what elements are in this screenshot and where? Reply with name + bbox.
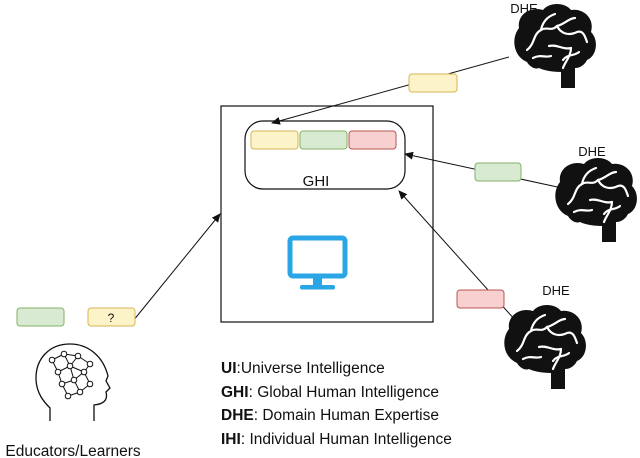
brain-icon <box>554 156 639 244</box>
token-yellow-top <box>408 73 458 93</box>
dhe-middle-label: DHE <box>578 144 606 159</box>
legend: UI:Universe Intelligence GHI: Global Hum… <box>221 357 452 451</box>
dhe-top-label: DHE <box>510 1 538 16</box>
token-question-learner <box>87 307 136 327</box>
brain-icon <box>513 2 598 90</box>
question-mark-label: ? <box>108 311 115 325</box>
legend-item: GHI: Global Human Intelligence <box>221 383 439 401</box>
learners-label: Educators/Learners <box>5 443 141 458</box>
dhe-bottom-label: DHE <box>542 283 570 298</box>
token-green-learner <box>16 307 65 327</box>
brain-icon <box>503 303 588 391</box>
arrow-dhe-top-to-ghi <box>271 56 510 125</box>
token-green-middle <box>474 162 522 182</box>
arrow-learners-to-ui <box>132 213 221 322</box>
computer-monitor-icon <box>287 235 348 290</box>
legend-item: IHI: Individual Human Intelligence <box>221 430 452 448</box>
arrow-dhe-bottom-to-ghi <box>398 190 526 332</box>
token-red-bottom <box>456 289 505 309</box>
ghi-slot-green <box>299 130 348 150</box>
ghi-slot-red <box>348 130 397 150</box>
legend-item: DHE: Domain Human Expertise <box>221 407 439 424</box>
human-head-network-icon <box>35 343 111 421</box>
ghi-slot-yellow <box>250 130 299 150</box>
legend-item: UI:Universe Intelligence <box>221 360 385 377</box>
ghi-label: GHI <box>303 173 330 190</box>
